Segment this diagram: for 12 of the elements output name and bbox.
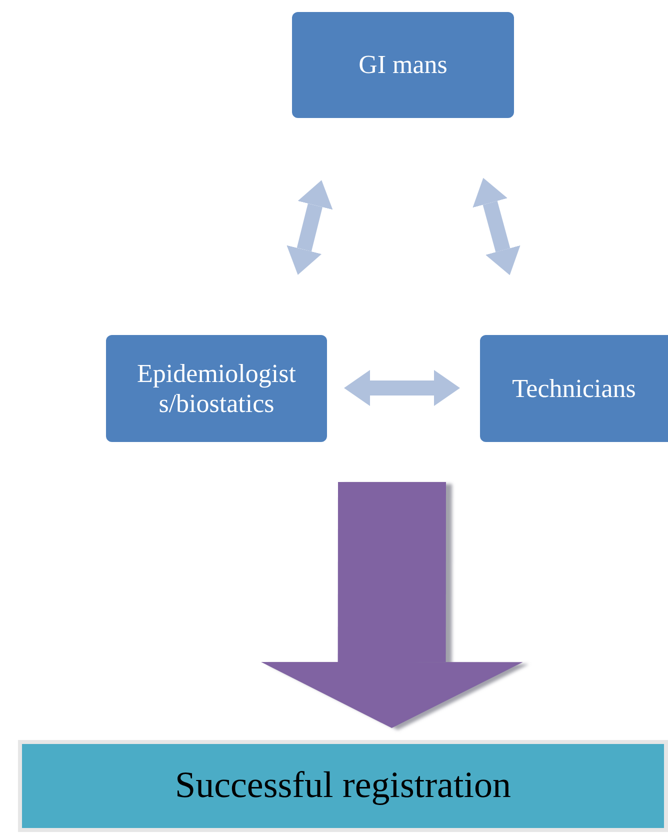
node-label: Technicians (512, 374, 636, 404)
node-label: Successful registration (175, 764, 511, 808)
block-arrow (260, 482, 523, 728)
double-arrow (286, 180, 333, 275)
process-box (480, 335, 668, 442)
double-arrow (472, 178, 520, 276)
double-arrow (344, 370, 460, 406)
process-box (292, 12, 514, 118)
node-label: Epidemiologist s/biostatics (136, 358, 297, 418)
node-label: GI mans (358, 50, 448, 80)
process-box (106, 335, 327, 442)
result-banner (18, 740, 668, 832)
